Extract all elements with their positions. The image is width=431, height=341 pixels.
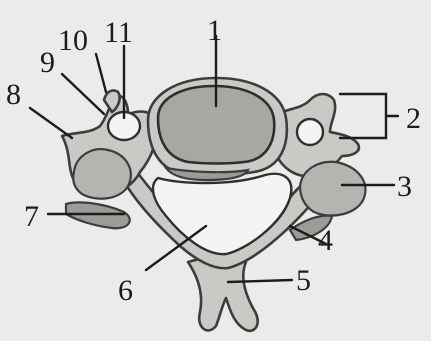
right-articular-facet [300,162,365,216]
label-11: 11 [104,16,133,49]
label-9: 9 [40,46,55,79]
label-2: 2 [406,102,421,135]
label-5: 5 [296,264,311,297]
leader-8 [30,108,72,138]
left-inferior-articular [66,202,130,228]
left-articular-facet [73,149,131,199]
leader-10 [96,54,106,92]
label-4: 4 [318,224,333,257]
label-3: 3 [397,170,412,203]
label-8: 8 [6,78,21,111]
label-1: 1 [207,14,222,47]
label-10: 10 [58,24,88,57]
label-6: 6 [118,274,133,307]
right-transverse-foramen [297,119,323,145]
bracket-2 [340,94,398,138]
vertebral-body [148,78,287,180]
leader-9 [62,74,104,114]
label-7: 7 [24,200,39,233]
